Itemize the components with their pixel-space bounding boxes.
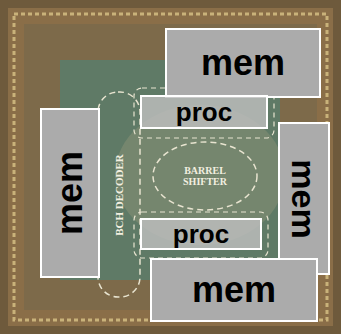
- memory-block: mem: [165, 28, 321, 98]
- processor-block: proc: [140, 218, 262, 250]
- pad-ring: [8, 8, 333, 326]
- memory-block: mem: [40, 108, 100, 278]
- block-label: proc: [176, 99, 232, 125]
- block-label: mem: [52, 151, 88, 235]
- die-region-label: BCH DECODER: [113, 154, 125, 236]
- proc-outline: [134, 88, 274, 138]
- processor-block: proc: [140, 95, 268, 129]
- proc-outline: [134, 212, 268, 258]
- die-region-label: BARREL SHIFTER: [175, 165, 235, 187]
- memory-block: mem: [278, 122, 330, 275]
- shifter-outline: [153, 142, 257, 210]
- block-label: mem: [287, 159, 321, 238]
- block-label: mem: [192, 272, 276, 308]
- block-label: proc: [173, 221, 229, 247]
- block-label: mem: [201, 45, 285, 81]
- memory-block: mem: [150, 258, 318, 322]
